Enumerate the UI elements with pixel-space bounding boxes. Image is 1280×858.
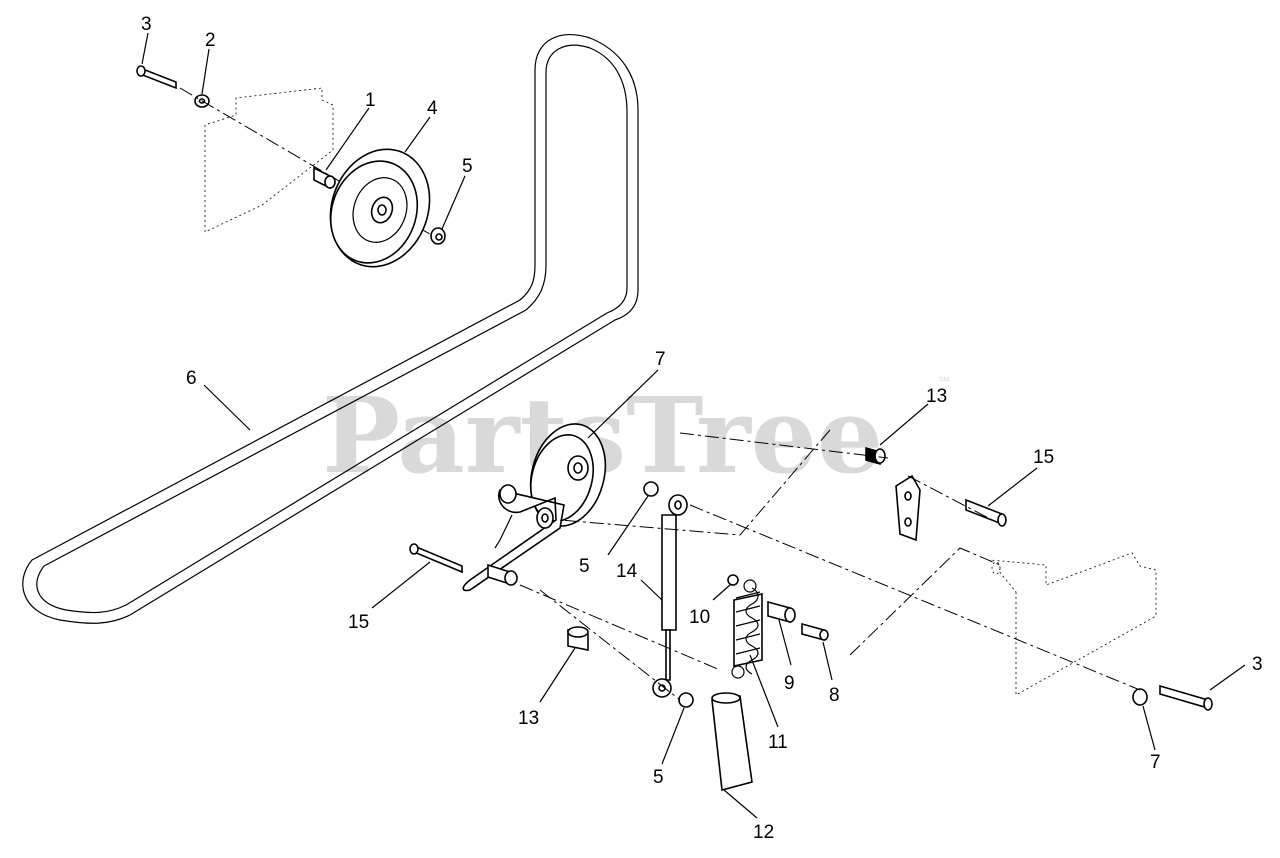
callout-5-mid: 5 xyxy=(579,556,590,577)
idler-arm xyxy=(462,484,565,592)
watermark-trademark: ™ xyxy=(938,374,950,388)
callout-9: 9 xyxy=(784,673,795,694)
lower-left-spacer xyxy=(487,563,518,586)
callout-13-upper: 13 xyxy=(926,386,947,407)
leaders xyxy=(141,32,1246,819)
callout-11: 11 xyxy=(768,732,788,753)
callout-5-lower: 5 xyxy=(653,767,664,788)
callout-12: 12 xyxy=(753,822,774,843)
callout-labels: 3 2 1 4 5 6 7 13 15 5 14 10 15 9 8 3 13 … xyxy=(141,14,1263,843)
right-bracket xyxy=(989,552,1157,696)
callout-5-upper: 5 xyxy=(462,156,473,177)
callout-3-upper: 3 xyxy=(141,14,152,35)
callout-8: 8 xyxy=(829,685,840,706)
nut-upper-spring xyxy=(643,481,659,497)
upper-spacer xyxy=(313,166,336,190)
callout-1: 1 xyxy=(365,90,376,111)
spacer-13-upper xyxy=(865,446,886,466)
bushing-9 xyxy=(767,600,796,624)
callout-7-right: 7 xyxy=(1150,752,1161,773)
gas-spring xyxy=(652,494,688,698)
right-nut-7 xyxy=(1132,688,1148,706)
callout-7-pulley: 7 xyxy=(655,349,666,370)
callout-6: 6 xyxy=(186,368,197,389)
callout-15-left: 15 xyxy=(348,612,369,633)
nut-lower-spring xyxy=(678,692,694,708)
callout-15-right: 15 xyxy=(1033,447,1054,468)
callout-10: 10 xyxy=(689,607,710,628)
washer-10 xyxy=(727,574,739,586)
callout-14: 14 xyxy=(616,561,638,582)
callout-4: 4 xyxy=(427,98,438,119)
callout-3-right: 3 xyxy=(1252,654,1263,675)
callout-2: 2 xyxy=(205,30,216,51)
pin-8 xyxy=(801,622,829,642)
watermark: PartsTree ™ xyxy=(322,374,950,497)
link-plate xyxy=(895,474,921,542)
extension-spring xyxy=(731,579,763,679)
lower-left-bolt xyxy=(409,543,463,574)
right-pin-15 xyxy=(965,498,1007,527)
callout-13-lower: 13 xyxy=(518,708,539,729)
upper-bolt xyxy=(136,65,177,90)
belt xyxy=(22,34,639,624)
sleeve xyxy=(711,692,753,792)
phantom-lines xyxy=(519,429,1141,701)
upper-bracket xyxy=(204,87,334,233)
upper-nut xyxy=(430,227,446,245)
right-bolt-3 xyxy=(1159,684,1213,711)
spacer-13-lower xyxy=(567,626,589,651)
upper-pulley xyxy=(329,148,431,268)
